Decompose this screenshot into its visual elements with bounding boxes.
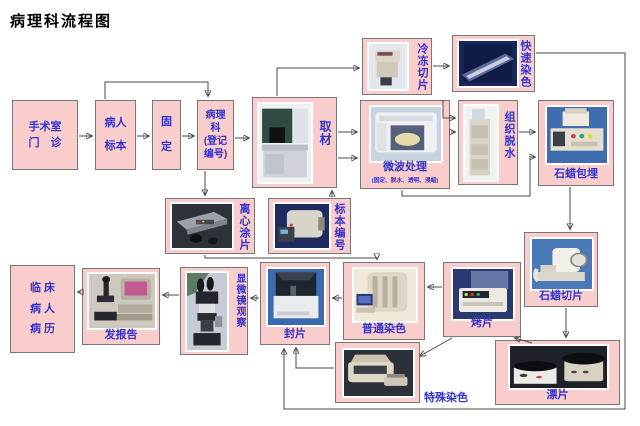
node-dehydration-label: 组织脱水	[503, 111, 515, 159]
cassette-printer-photo	[273, 202, 331, 250]
node-cytospin: 离心涂片	[165, 198, 255, 254]
microscope-photo	[185, 271, 229, 352]
arrow-cytospin-routinestain	[204, 255, 377, 259]
node-grossing: 取材	[252, 97, 337, 188]
node-cytospin-label: 离心涂片	[238, 203, 250, 251]
node-specimen: 病人 标本	[95, 100, 136, 170]
node-microwave-sublabel: (固定、脱水、透明、浸蜡)	[371, 178, 439, 184]
node-microwave-label: 微波处理	[383, 161, 427, 173]
slide-dryer-photo	[451, 267, 515, 321]
microwave-processor-photo	[369, 105, 443, 163]
node-special-stain-label: 特殊染色	[424, 392, 468, 404]
grossing-workstation-photo	[257, 102, 313, 184]
node-baking: 烤片	[443, 262, 521, 337]
node-frozen-section: 冷冻切片	[362, 38, 432, 95]
node-special-stain	[335, 342, 420, 403]
node-fixation: 固 定	[152, 100, 181, 170]
report-workstation-photo	[87, 272, 157, 330]
node-clinical-record-label: 临 床 病 人 病 历	[29, 281, 56, 336]
node-coverslip-label: 封片	[284, 328, 306, 340]
node-routine-stain-label: 普通染色	[362, 323, 406, 335]
node-or-clinic: 手术室 门 诊	[12, 100, 78, 170]
node-baking-label: 烤片	[471, 317, 493, 329]
node-embedding: 石蜡包埋	[538, 100, 614, 186]
node-dehydration: 组织脱水	[458, 100, 518, 185]
node-specimen-label: 病人 标本	[104, 116, 127, 152]
node-numbering-label: 标本编号	[333, 203, 345, 251]
node-floating-label: 漂片	[546, 389, 569, 401]
node-rapid-stain: 快速染色	[452, 35, 535, 92]
arrow-specialstain-coverslip	[296, 348, 334, 369]
node-registration: 病理 科 (登记 编号)	[197, 100, 234, 170]
page-title: 病理科流程图	[10, 13, 113, 30]
autostainer-photo	[352, 267, 418, 323]
node-report-label: 发报告	[104, 329, 138, 341]
arrow-specimen-registration-bypass	[104, 81, 208, 99]
microtome-photo	[530, 237, 594, 291]
coverslipper-photo	[266, 267, 326, 327]
node-rapid-stain-label: 快速染色	[519, 40, 531, 88]
node-microscopy-label: 显微镜观察	[234, 273, 245, 328]
rapid-stainer-photo	[457, 39, 519, 88]
node-registration-label: 病理 科 (登记 编号)	[203, 110, 228, 160]
tissue-processor-photo	[463, 104, 499, 182]
node-fixation-label: 固 定	[161, 115, 172, 153]
cryostat-photo	[367, 42, 409, 91]
node-microwave: 微波处理 (固定、脱水、透明、浸蜡)	[360, 100, 450, 189]
node-numbering: 标本编号	[268, 198, 351, 254]
node-or-clinic-label: 手术室 门 诊	[28, 120, 62, 150]
node-microscopy: 显微镜观察	[180, 267, 248, 355]
node-sectioning-label: 石蜡切片	[539, 290, 583, 302]
node-clinical-record: 临 床 病 人 病 历	[10, 265, 75, 353]
node-sectioning: 石蜡切片	[524, 232, 598, 307]
node-routine-stain: 普通染色	[343, 262, 425, 340]
arrow-baking-specialstain	[420, 337, 453, 356]
node-report: 发报告	[82, 268, 160, 345]
node-grossing-label: 取材	[318, 120, 332, 146]
cytocentrifuge-photo	[170, 202, 234, 250]
embedding-center-photo	[545, 105, 609, 165]
node-embedding-label: 石蜡包埋	[554, 168, 598, 180]
node-frozen-section-label: 冷冻切片	[416, 43, 428, 91]
node-floating: 漂片	[495, 340, 620, 405]
node-coverslip: 封片	[260, 262, 330, 345]
arrow-grossing-frozen	[276, 68, 359, 96]
water-bath-photo	[508, 344, 609, 390]
special-stainer-photo	[342, 348, 415, 398]
